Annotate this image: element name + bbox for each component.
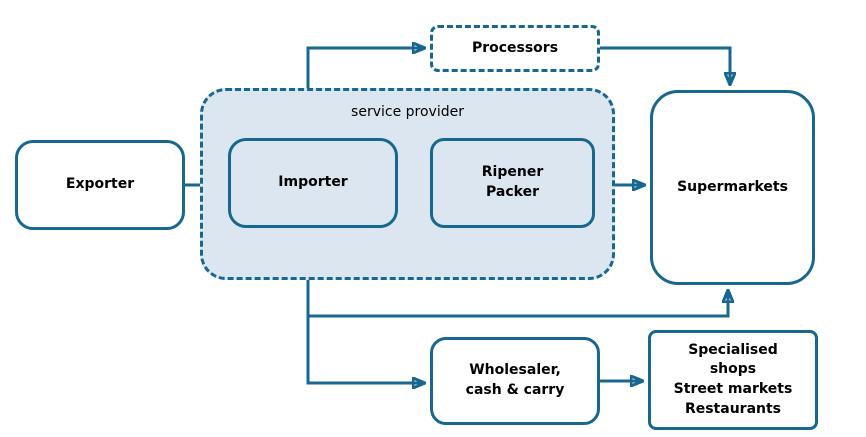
node-wholesaler: Wholesaler, cash & carry <box>430 337 600 425</box>
node-processors: Processors <box>430 25 600 72</box>
node-importer-label: Importer <box>278 174 348 191</box>
edge-processors-supermarkets <box>600 46 730 84</box>
node-exporter: Exporter <box>15 140 185 230</box>
node-wholesaler-label: Wholesaler, cash & carry <box>465 362 565 398</box>
node-ripener-packer: Ripener Packer <box>430 138 595 228</box>
edge-importer-supermarkets <box>308 291 728 318</box>
node-importer: Importer <box>228 138 398 228</box>
node-specialised-outlets-label: Specialised shops Street markets Restaur… <box>673 341 793 417</box>
node-ripener-packer-label: Ripener Packer <box>481 164 544 200</box>
node-exporter-label: Exporter <box>65 176 135 193</box>
node-supermarkets-label: Supermarkets <box>677 178 788 195</box>
service-provider-label: service provider <box>351 104 464 120</box>
node-processors-label: Processors <box>471 39 559 56</box>
node-supermarkets: Supermarkets <box>650 90 815 285</box>
node-specialised-outlets: Specialised shops Street markets Restaur… <box>648 330 818 430</box>
